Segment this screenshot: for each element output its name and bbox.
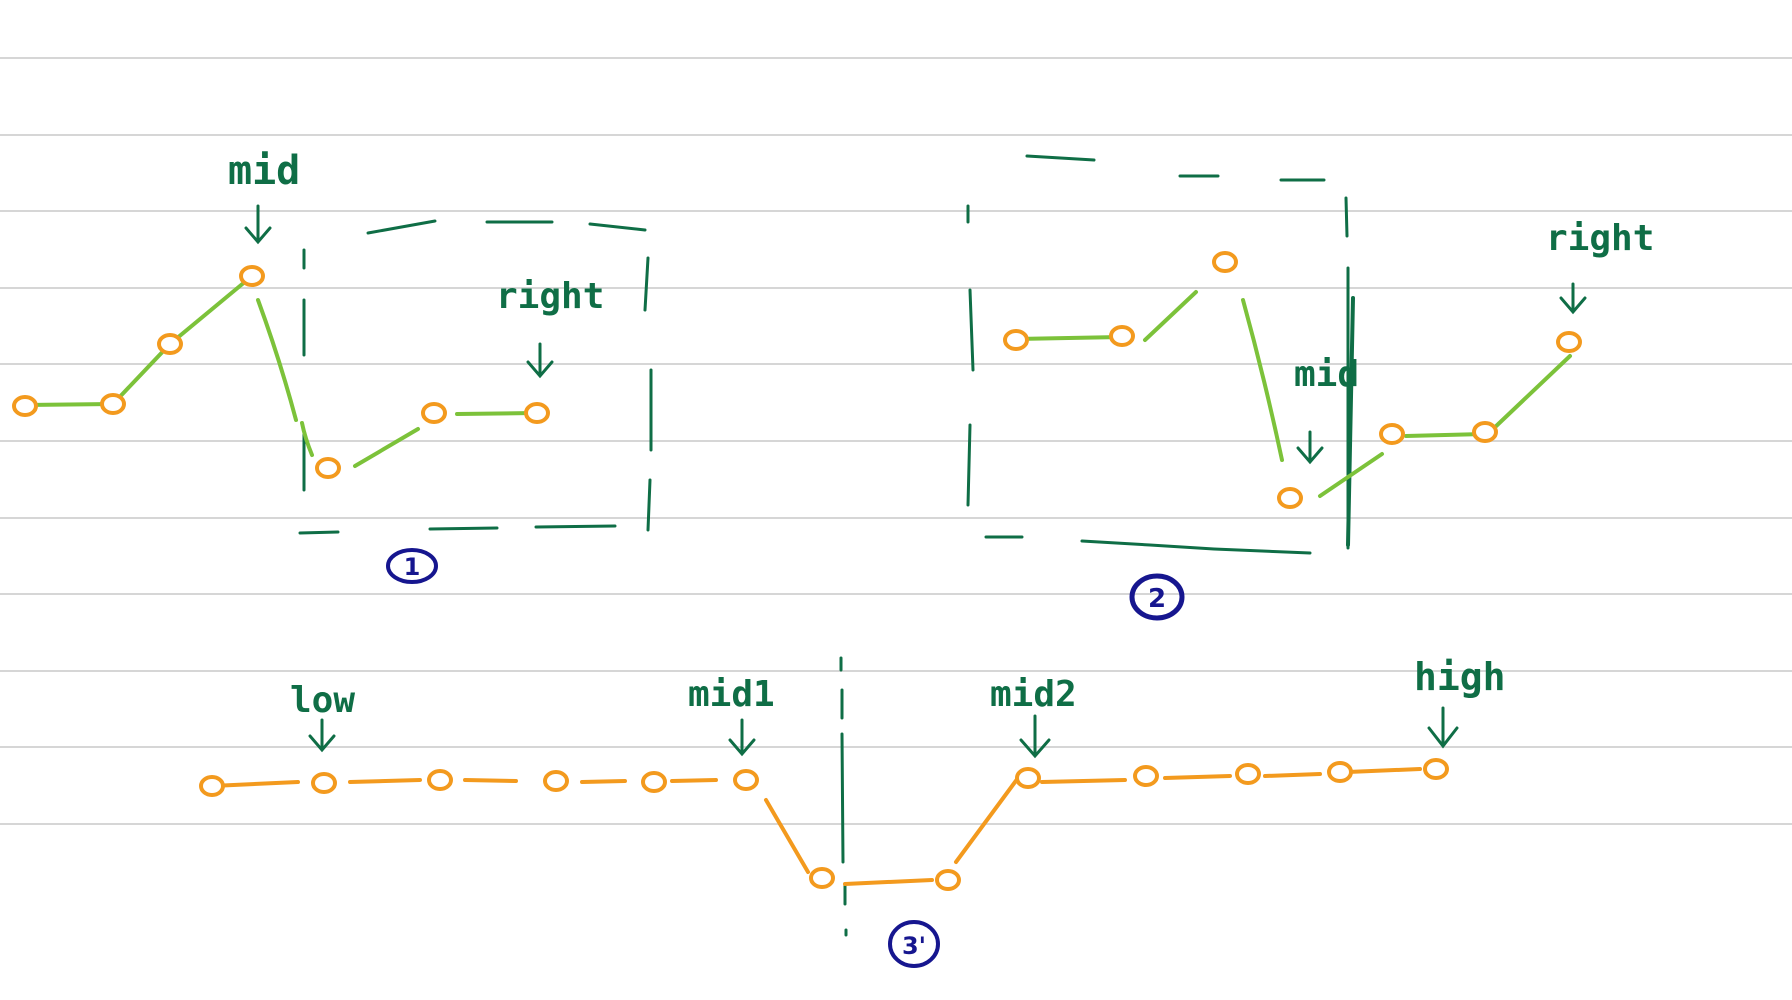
mid-divider-line	[1346, 296, 1355, 547]
high-label: high	[1414, 655, 1506, 699]
array-nodes	[1003, 251, 1582, 509]
array-curve	[1014, 290, 1572, 498]
node	[12, 395, 38, 417]
dashed-search-box	[298, 219, 653, 535]
down-arrow-icon	[308, 718, 336, 753]
diagram-2: mid right 2	[966, 154, 1654, 621]
down-arrow-icon	[1296, 430, 1324, 465]
down-arrow-icon	[728, 718, 756, 757]
node	[1379, 423, 1405, 445]
node	[1109, 325, 1135, 347]
node	[935, 869, 961, 891]
down-arrow-icon	[1019, 714, 1051, 759]
array-curve	[210, 767, 1422, 886]
badge-circle	[888, 920, 940, 968]
mid-label: mid	[1294, 354, 1359, 395]
node	[1327, 761, 1353, 783]
step-badge: 3'	[888, 920, 940, 968]
mid2-label: mid2	[990, 674, 1077, 715]
right-label: right	[1546, 218, 1654, 259]
low-label: low	[290, 680, 355, 721]
ruled-lines	[0, 57, 1792, 825]
right-label: right	[496, 276, 604, 317]
node	[524, 402, 550, 424]
node	[199, 775, 225, 797]
node	[1277, 487, 1303, 509]
badge-number: 1	[404, 553, 421, 581]
node	[1472, 421, 1498, 443]
node	[427, 769, 453, 791]
step-badge: 2	[1129, 573, 1185, 621]
badge-number: 2	[1148, 584, 1166, 614]
node	[1015, 767, 1041, 789]
down-arrow-icon	[244, 204, 272, 245]
node	[239, 265, 265, 287]
diagram-1: mid right 1	[12, 148, 653, 584]
down-arrow-icon	[1559, 282, 1587, 315]
node	[311, 772, 337, 794]
node	[809, 867, 835, 889]
node	[1235, 763, 1261, 785]
down-arrow-icon	[1427, 706, 1459, 749]
mid1-label: mid1	[688, 674, 775, 715]
node	[1133, 765, 1159, 787]
node	[421, 402, 447, 424]
step-badge: 1	[386, 548, 438, 584]
badge-circle	[386, 548, 438, 584]
down-arrow-icon	[526, 342, 554, 379]
node	[1556, 331, 1582, 353]
diagram-3: low mid1 mid2 high 3'	[199, 655, 1506, 968]
badge-number: 3'	[902, 932, 926, 960]
badge-circle	[1129, 573, 1185, 621]
node	[543, 770, 569, 792]
split-line	[839, 656, 848, 937]
node	[1003, 329, 1029, 351]
node	[157, 333, 183, 355]
node	[733, 769, 759, 791]
node	[641, 771, 667, 793]
array-curve	[23, 274, 536, 468]
node	[1212, 251, 1238, 273]
mid-label: mid	[228, 148, 300, 194]
node	[315, 457, 341, 479]
node	[1423, 758, 1449, 780]
node	[100, 393, 126, 415]
